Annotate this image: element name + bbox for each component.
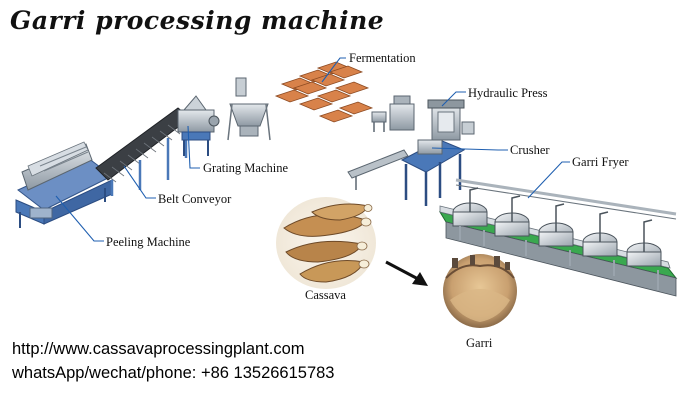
label-garri: Garri xyxy=(466,336,493,350)
belt-conveyor-graphic xyxy=(95,107,191,196)
screw-conveyor-graphic xyxy=(347,149,409,190)
fermentation-trays-graphic xyxy=(274,61,374,123)
cassava-image xyxy=(276,197,376,289)
feeder-graphic xyxy=(371,111,387,132)
peeling-machine-graphic xyxy=(15,141,113,228)
grating-machine-graphic xyxy=(177,95,220,156)
contact-phone: whatsApp/wechat/phone: +86 13526615783 xyxy=(12,364,335,382)
label-peeling-machine: Peeling Machine xyxy=(106,235,191,249)
crusher-graphic xyxy=(400,139,466,206)
hydraulic-press-graphic xyxy=(389,95,475,141)
hopper-graphic xyxy=(227,77,271,141)
label-fermentation: Fermentation xyxy=(349,51,416,65)
callout-lines xyxy=(55,57,570,242)
label-cassava: Cassava xyxy=(305,288,346,302)
label-grating-machine: Grating Machine xyxy=(203,161,289,175)
label-hydraulic-press: Hydraulic Press xyxy=(468,86,548,100)
label-crusher: Crusher xyxy=(510,143,550,157)
page-title: Garri processing machine xyxy=(10,6,385,35)
garri-image xyxy=(443,254,517,328)
label-garri-fryer: Garri Fryer xyxy=(572,155,629,169)
garri-fryer-line-graphic xyxy=(438,178,678,297)
process-arrow xyxy=(385,260,428,286)
label-belt-conveyor: Belt Conveyor xyxy=(158,192,232,206)
website-url: http://www.cassavaprocessingplant.com xyxy=(12,340,305,358)
